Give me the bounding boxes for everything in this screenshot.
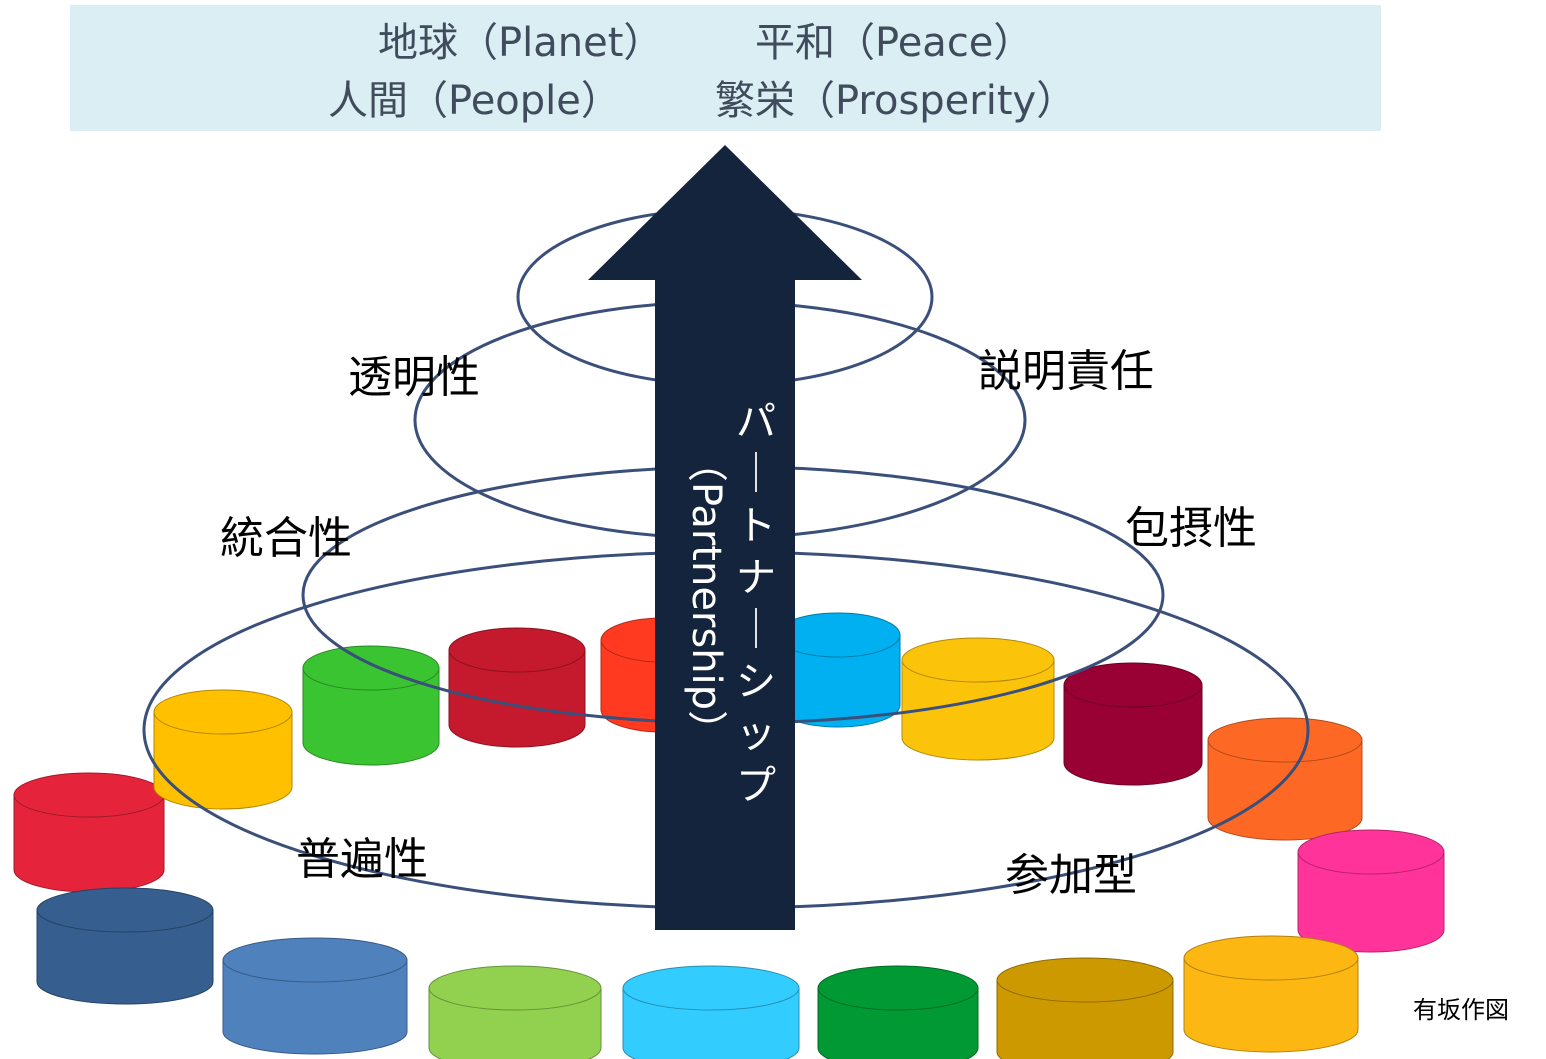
goal-cylinder (1183, 935, 1359, 1053)
front-goal-cylinders (36, 887, 1359, 1059)
goal-cylinder (222, 937, 408, 1055)
goal-cylinder (153, 689, 293, 810)
banner-planet: 地球（Planet） (378, 20, 664, 66)
goal-cylinder (775, 612, 901, 728)
goal-cylinder (901, 637, 1055, 761)
partnership-kana-char: ナ (736, 555, 776, 601)
partnership-kana-char: ｜ (736, 451, 776, 497)
author-credit: 有坂作図 (1413, 996, 1509, 1024)
partnership-arrow-text: パ ｜ トナ ｜ シップ （Partnership） (648, 400, 798, 820)
partnership-kana-char: プ (736, 763, 776, 809)
label-integration: 統合性 (220, 513, 352, 564)
goal-cylinder (622, 965, 800, 1059)
goal-cylinder (448, 627, 586, 748)
partnership-kana-char: パ (736, 399, 776, 445)
partnership-english-label: （Partnership） (683, 442, 729, 751)
label-accountability: 説明責任 (978, 346, 1154, 397)
label-universality: 普遍性 (296, 834, 428, 885)
partnership-arrow (588, 145, 862, 930)
goal-cylinder (428, 965, 602, 1059)
label-transparency: 透明性 (348, 352, 480, 403)
goal-cylinder (817, 965, 979, 1059)
partnership-kana-char: ｜ (736, 607, 776, 653)
banner-peace: 平和（Peace） (755, 20, 1034, 66)
goal-cylinder (996, 957, 1174, 1059)
goal-cylinder (1063, 662, 1203, 786)
partnership-kana-label: パ ｜ トナ ｜ シップ (730, 400, 782, 816)
partnership-kana-char: ッ (736, 711, 776, 757)
banner-people: 人間（People） (328, 78, 621, 124)
label-inclusiveness: 包摂性 (1125, 503, 1257, 554)
partnership-kana-char: シ (736, 659, 776, 705)
goal-cylinder (36, 887, 214, 1005)
goal-cylinder (13, 772, 165, 893)
banner-prosperity: 繁栄（Prosperity） (715, 78, 1077, 124)
goal-banner: 地球（Planet） 平和（Peace） 人間（People） 繁栄（Prosp… (70, 5, 1381, 131)
goal-cylinder (1207, 717, 1363, 841)
label-participation: 参加型 (1005, 850, 1137, 901)
goal-cylinder (1297, 829, 1445, 953)
partnership-kana-char: ト (736, 503, 776, 549)
